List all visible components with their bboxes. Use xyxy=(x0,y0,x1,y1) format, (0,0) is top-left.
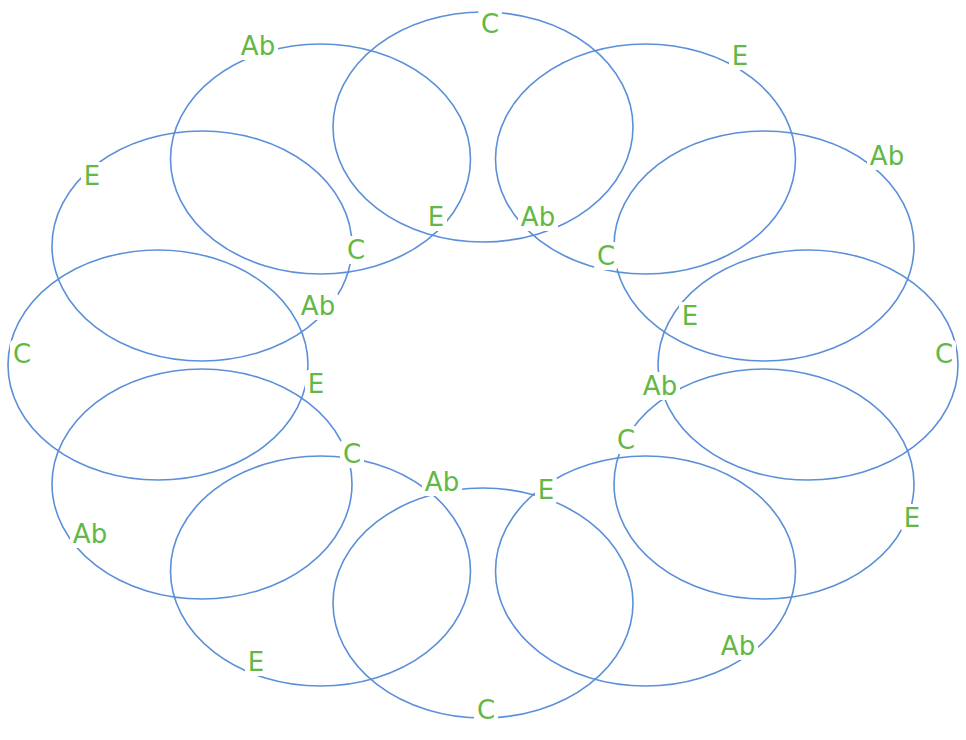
note-label: C xyxy=(340,440,364,468)
note-label: E xyxy=(535,476,557,504)
note-label: E xyxy=(729,42,751,70)
note-label: E xyxy=(245,648,267,676)
note-label: Ab xyxy=(867,142,907,170)
note-label: Ab xyxy=(70,520,110,548)
note-label: C xyxy=(932,340,956,368)
note-label: C xyxy=(614,426,638,454)
note-label: Ab xyxy=(518,203,558,231)
note-label: C xyxy=(594,242,618,270)
note-label: Ab xyxy=(718,632,758,660)
note-label: C xyxy=(474,696,498,724)
note-label: C xyxy=(478,10,502,38)
note-label: Ab xyxy=(640,372,680,400)
note-label: Ab xyxy=(422,468,462,496)
note-label: E xyxy=(81,162,103,190)
note-label: E xyxy=(901,504,923,532)
note-label: Ab xyxy=(238,32,278,60)
note-label: Ab xyxy=(298,292,338,320)
note-label: E xyxy=(679,302,701,330)
note-label: C xyxy=(10,340,34,368)
note-label: E xyxy=(425,203,447,231)
note-label: E xyxy=(305,370,327,398)
note-label: C xyxy=(344,236,368,264)
